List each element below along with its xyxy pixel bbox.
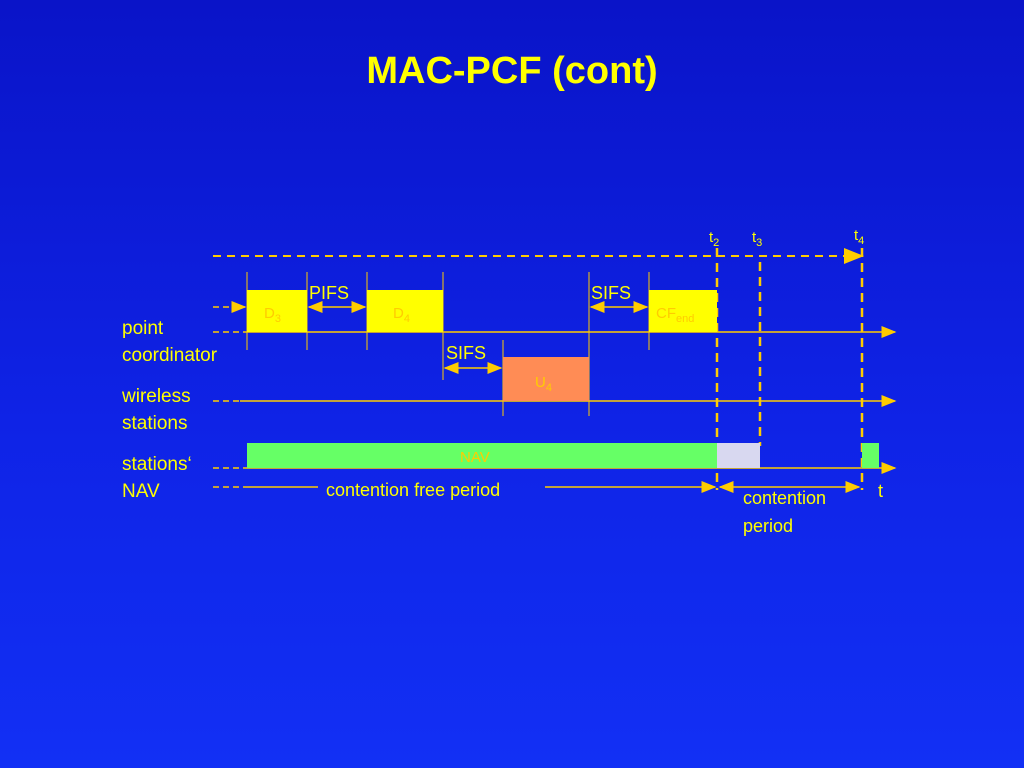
frame-u4 — [503, 357, 589, 401]
time-axis-label: t — [878, 481, 883, 501]
frame-d4 — [367, 290, 443, 332]
frame-d4-label: D4 — [393, 305, 410, 325]
t4-label: t4 — [854, 227, 864, 247]
frame-cfend — [649, 290, 717, 332]
row-label-ws-2: stations — [122, 413, 187, 434]
nav-tail — [717, 443, 760, 468]
row-label-nav-1: stations‘ — [122, 454, 192, 475]
nav-bar — [247, 443, 717, 468]
frame-u4-label: U4 — [535, 374, 552, 394]
row-label-nav-2: NAV — [122, 481, 160, 502]
sifs-ws-label: SIFS — [446, 343, 486, 363]
t3-label: t3 — [752, 229, 762, 249]
sifs-pc-label: SIFS — [591, 283, 631, 303]
cfp-label: contention free period — [326, 480, 500, 500]
row-label-pc-2: coordinator — [122, 345, 218, 366]
nav-label: NAV — [460, 449, 490, 466]
nav-next — [862, 443, 879, 468]
cp-label-line2: period — [743, 516, 793, 536]
t2-label: t2 — [709, 229, 719, 249]
frame-d3 — [247, 290, 307, 332]
cp-label-line1: contention — [743, 488, 826, 508]
slide-title: MAC-PCF (cont) — [366, 50, 658, 92]
pifs-label: PIFS — [309, 283, 349, 303]
row-label-ws-1: wireless — [121, 386, 191, 407]
frame-cfend-label: CFend — [656, 305, 694, 325]
frame-d3-label: D3 — [264, 305, 281, 325]
row-label-pc-1: point — [122, 318, 164, 339]
